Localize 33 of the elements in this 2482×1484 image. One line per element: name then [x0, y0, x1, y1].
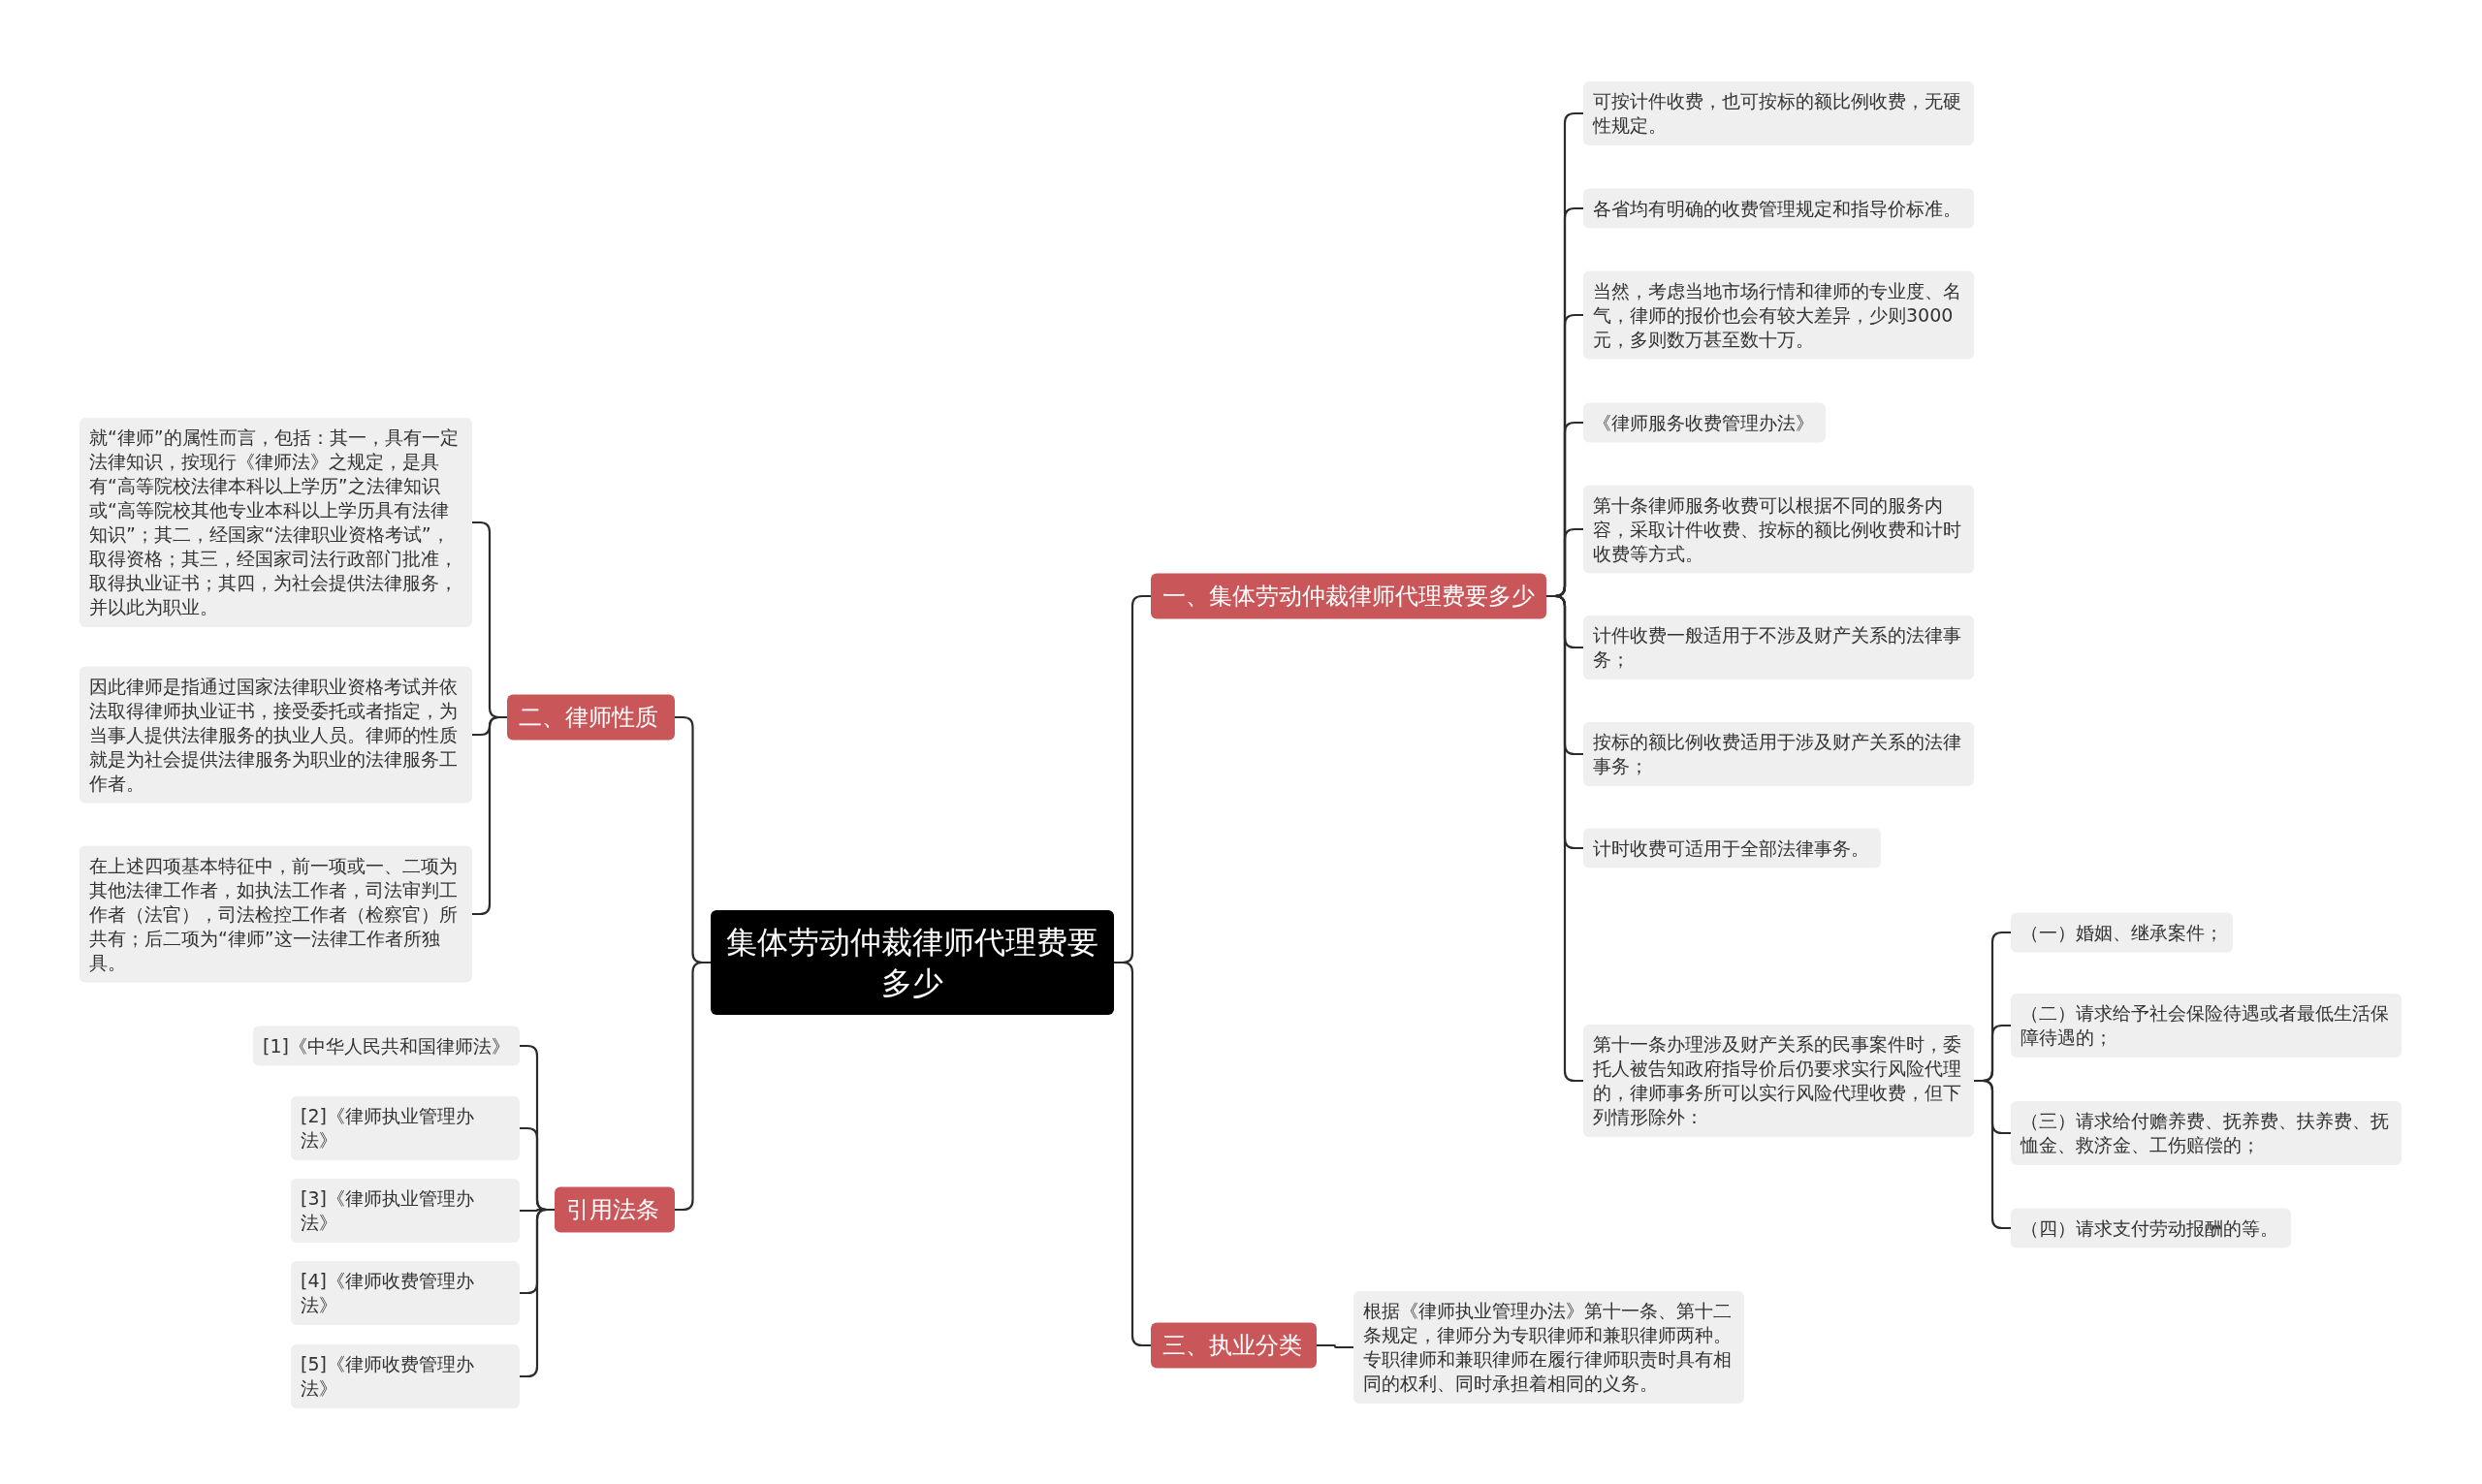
branch-topic: 二、律师性质: [507, 694, 675, 741]
text-card: （三）请求给付赡养费、抚养费、扶养费、抚恤金、救济金、工伤赔偿的；: [2011, 1101, 2402, 1165]
text-card: [4]《律师收费管理办法》: [291, 1261, 520, 1325]
text-card: 按标的额比例收费适用于涉及财产关系的法律事务；: [1583, 722, 1974, 786]
text-card: 当然，考虑当地市场行情和律师的专业度、名气，律师的报价也会有较大差异，少则3000元，多则数万甚至数十万。: [1583, 270, 1974, 360]
text-card: （四）请求支付劳动报酬的等。: [2011, 1208, 2291, 1248]
text-card: [2]《律师执业管理办法》: [291, 1096, 520, 1160]
text-card: 因此律师是指通过国家法律职业资格考试并依法取得律师执业证书，接受委托或者指定，为当事人提供法律服务的执业人员。律师的性质就是为社会提供法律服务为职业的法律服务工作者。: [80, 666, 472, 804]
text-card: [5]《律师收费管理办法》: [291, 1344, 520, 1408]
text-card: 各省均有明确的收费管理规定和指导价标准。: [1583, 188, 1974, 229]
text-card: 计时收费可适用于全部法律事务。: [1583, 828, 1881, 868]
text-card: （一）婚姻、继承案件；: [2011, 912, 2233, 953]
text-card: 在上述四项基本特征中，前一项或一、二项为其他法律工作者，如执法工作者，司法审判工作者（法官），司法检控工作者（检察官）所共有；后二项为“律师”这一法律工作者所独具。: [80, 845, 472, 983]
text-card: 计件收费一般适用于不涉及财产关系的法律事务；: [1583, 616, 1974, 679]
central-topic: 集体劳动仲裁律师代理费要多少: [711, 910, 1114, 1015]
branch-topic: 一、集体劳动仲裁律师代理费要多少: [1151, 573, 1546, 619]
text-card: （二）请求给予社会保险待遇或者最低生活保障待遇的；: [2011, 994, 2402, 1058]
text-card: 《律师服务收费管理办法》: [1583, 402, 1826, 443]
text-card: 第十一条办理涉及财产关系的民事案件时，委托人被告知政府指导价后仍要求实行风险代理的，律师事务所可以实行风险代理收费，但下列情形除外：: [1583, 1025, 1974, 1137]
text-card: 第十条律师服务收费可以根据不同的服务内容，采取计件收费、按标的额比例收费和计时收费等方式。: [1583, 485, 1974, 574]
branch-topic: 三、执业分类: [1151, 1322, 1317, 1369]
branch-topic: 引用法条: [555, 1186, 675, 1233]
text-card: [3]《律师执业管理办法》: [291, 1179, 520, 1243]
connector-line: [1114, 961, 1151, 1347]
connector-line: [1974, 1079, 2011, 1230]
text-card: [1]《中华人民共和国律师法》: [253, 1026, 520, 1066]
text-card: 可按计件收费，也可按标的额比例收费，无硬性规定。: [1583, 81, 1974, 145]
connector-line: [675, 961, 711, 1212]
connector-line: [520, 1208, 555, 1378]
connector-line: [1317, 1343, 1353, 1349]
connector-line: [472, 715, 507, 916]
text-card: 根据《律师执业管理办法》第十一条、第十二条规定，律师分为专职律师和兼职律师两种。专职律师和兼职律师在履行律师职责时具有相同的权利、同时承担着相同的义务。: [1353, 1291, 1744, 1404]
text-card: 就“律师”的属性而言，包括：其一，具有一定法律知识，按现行《律师法》之规定，是具有“高等院校法律本科以上学历”之法律知识或“高等院校其他专业本科以上学历具有法律知识”；其二，经国家“法律职业资格考试”，取得资格；其三，经国家司法行政部门批准，取得执业证书；其四，为社会提供法律服务，并以此为职业。: [80, 418, 472, 627]
